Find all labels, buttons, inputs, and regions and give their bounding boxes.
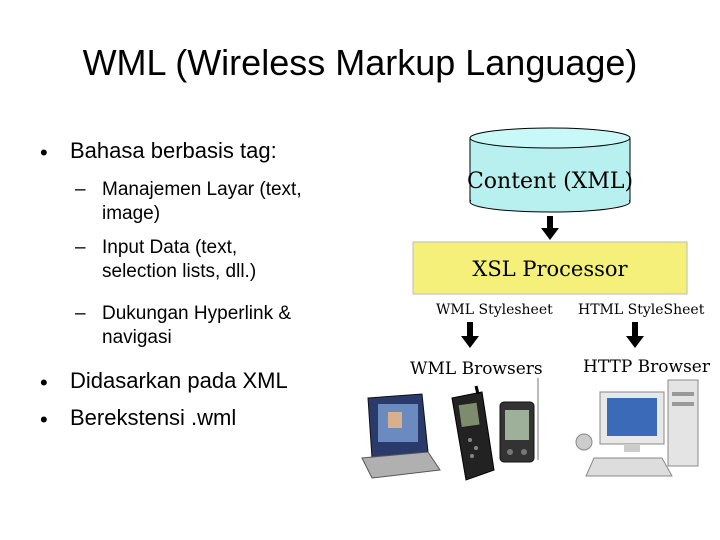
wml-browsers-label: WML Browsers (410, 359, 543, 379)
http-browser-label: HTTP Browser (583, 357, 711, 377)
bullet-1-text: Bahasa berbasis tag: (70, 138, 277, 163)
arrow-down-icon (626, 322, 644, 348)
sub-bullet-1-line-1: Manajemen Layar (text, (102, 179, 302, 200)
desktop-computer-icon (575, 379, 699, 477)
dash: – (75, 179, 86, 200)
bullet-dot: • (40, 140, 48, 165)
arrow-down-icon (541, 216, 559, 240)
slide-title: WML (Wireless Markup Language) (82, 42, 638, 83)
processor-label: XSL Processor (472, 257, 628, 281)
sub-bullet-2-line-1: Input Data (text, (102, 237, 238, 258)
sub-bullet-2-line-2: selection lists, dll.) (102, 261, 257, 282)
dash: – (75, 303, 86, 324)
laptop-icon (361, 393, 441, 479)
wml-stylesheet-label: WML Stylesheet (436, 302, 553, 318)
sub-bullet-3-line-1: Dukungan Hyperlink & (102, 303, 292, 324)
xsl-processor-box (412, 241, 688, 295)
mobile-phone-icon (451, 385, 495, 481)
sub-bullet-1-line-2: image) (102, 203, 161, 224)
arrow-down-icon (461, 322, 479, 348)
content-xml-cylinder (469, 127, 631, 213)
pda-icon (499, 401, 535, 463)
sub-bullet-3-line-2: navigasi (102, 327, 172, 348)
bullet-dot: • (40, 370, 48, 395)
bullet-3-text: Berekstensi .wml (70, 405, 237, 430)
dash: – (75, 237, 86, 258)
bullet-dot: • (40, 407, 48, 432)
bullet-2-text: Didasarkan pada XML (70, 368, 288, 393)
html-stylesheet-label: HTML StyleSheet (578, 302, 705, 318)
content-label: Content (XML) (467, 169, 633, 194)
